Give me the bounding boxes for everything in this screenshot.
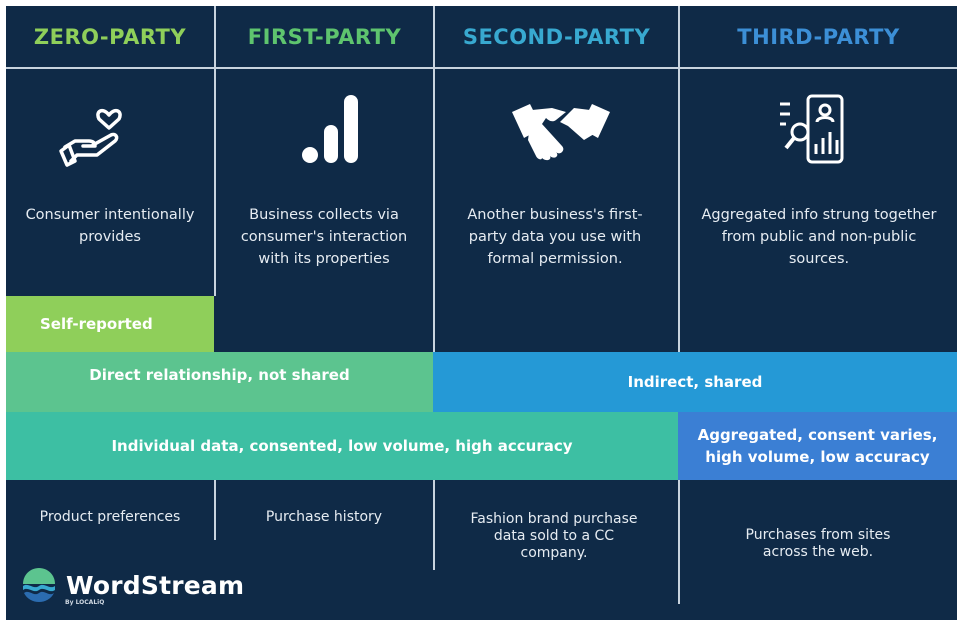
wordstream-logo-icon xyxy=(20,566,58,604)
second-party-example: Fashion brand purchase data sold to a CC… xyxy=(470,511,638,561)
header-divider xyxy=(6,67,957,69)
header-first-party: FIRST-PARTY xyxy=(247,25,402,49)
phone-analytics-icon xyxy=(774,90,854,170)
column-divider-1-lower xyxy=(214,480,216,540)
heart-hand-icon xyxy=(54,92,134,172)
header-second-party: SECOND-PARTY xyxy=(462,25,651,49)
column-divider-2-lower xyxy=(433,480,435,570)
first-party-description: Business collects via consumer's interac… xyxy=(240,207,408,267)
column-divider-1 xyxy=(214,6,216,296)
third-party-description: Aggregated info strung together from pub… xyxy=(701,207,937,267)
data-types-infographic: ZERO-PARTY FIRST-PARTY SECOND-PARTY THIR… xyxy=(6,6,957,620)
aggregated-data-band: Aggregated, consent varies, high volume,… xyxy=(678,412,957,480)
column-divider-3-lower xyxy=(678,480,680,604)
bar-chart-icon xyxy=(291,88,371,168)
header-third-party: THIRD-PARTY xyxy=(737,25,900,49)
indirect-shared-band: Indirect, shared xyxy=(433,352,957,412)
zero-party-description: Consumer intentionally provides xyxy=(25,207,195,245)
wordstream-logo: WordStream xyxy=(20,566,244,604)
column-divider-3 xyxy=(678,6,680,352)
third-party-example: Purchases from sites across the web. xyxy=(745,527,891,560)
handshake-icon xyxy=(506,96,616,166)
header-zero-party: ZERO-PARTY xyxy=(33,25,187,49)
individual-data-band: Individual data, consented, low volume, … xyxy=(6,412,678,480)
self-reported-band: Self-reported xyxy=(6,296,214,352)
logo-byline: By LOCALiQ xyxy=(65,599,105,606)
second-party-description: Another business's first-party data you … xyxy=(467,207,643,267)
zero-party-example: Product preferences xyxy=(39,509,181,525)
first-party-example: Purchase history xyxy=(265,509,383,525)
direct-relationship-band: Direct relationship, not shared xyxy=(6,352,433,412)
logo-wordmark: WordStream xyxy=(66,570,245,600)
column-divider-2 xyxy=(433,6,435,352)
